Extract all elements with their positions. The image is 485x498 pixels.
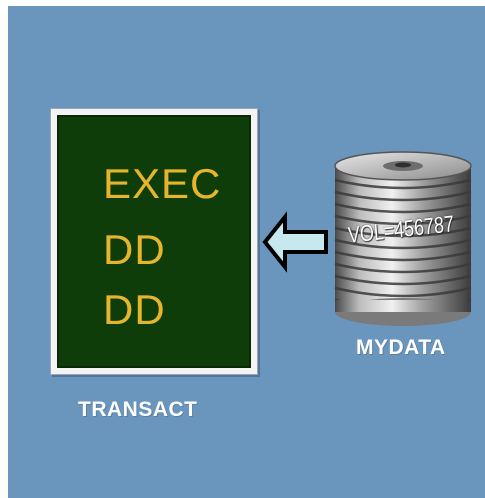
left-arrow-icon bbox=[262, 211, 328, 273]
jcl-job-card: EXEC DD DD bbox=[50, 108, 258, 375]
dataset-caption: MYDATA bbox=[356, 336, 446, 359]
jcl-dd-statement: DD bbox=[103, 226, 166, 273]
jcl-dd-statement: DD bbox=[103, 286, 166, 333]
disk-pack-icon bbox=[334, 151, 472, 326]
jcl-exec-statement: EXEC bbox=[103, 160, 222, 207]
job-caption: TRANSACT bbox=[78, 398, 198, 421]
jcl-job-screen: EXEC DD DD bbox=[57, 115, 251, 368]
